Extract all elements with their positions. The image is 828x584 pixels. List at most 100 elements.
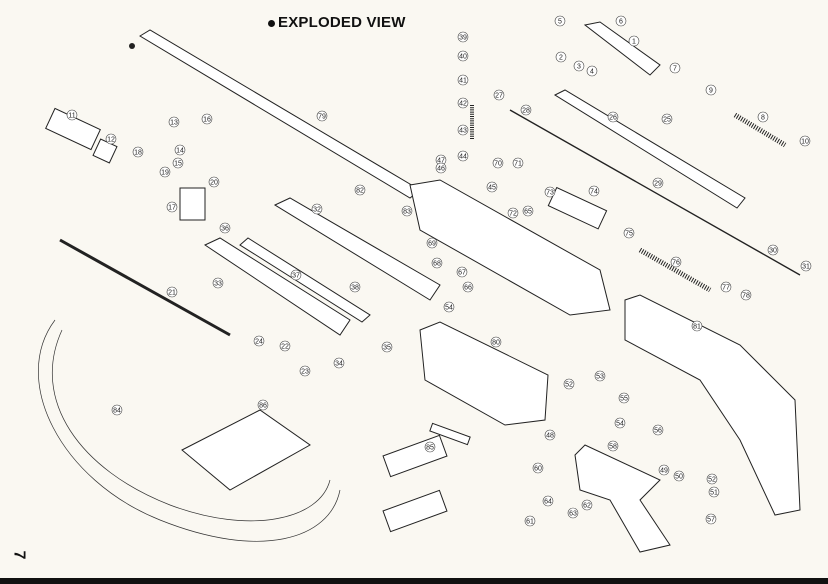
buttstock — [624, 294, 801, 516]
callout-number: 27 — [495, 92, 503, 99]
part-callout-51: 51 — [708, 486, 720, 498]
callout-number: 47 — [437, 157, 445, 164]
part-callout-38: 38 — [349, 281, 361, 293]
callout-number: 42 — [459, 100, 467, 107]
callout-circle — [706, 473, 718, 485]
gas-tube — [239, 237, 371, 323]
part-callout-72: 72 — [507, 207, 519, 219]
callout-circle — [381, 341, 393, 353]
callout-circle — [607, 440, 619, 452]
part-callout-15: 15 — [172, 157, 184, 169]
part-callout-85: 85 — [424, 441, 436, 453]
callout-number: 11 — [68, 112, 75, 119]
callout-circle — [652, 424, 664, 436]
callout-number: 33 — [214, 280, 222, 287]
part-callout-30: 30 — [767, 244, 779, 256]
callout-circle — [594, 370, 606, 382]
callout-number: 75 — [625, 230, 633, 237]
callout-number: 58 — [609, 443, 617, 450]
callout-circle — [333, 357, 345, 369]
callout-number: 57 — [707, 516, 715, 523]
callout-circle — [705, 513, 717, 525]
bolt — [583, 21, 661, 76]
callout-number: 26 — [609, 114, 617, 121]
callout-circle — [201, 113, 213, 125]
callout-number: 38 — [351, 284, 359, 291]
callout-circle — [316, 110, 328, 122]
callout-number: 63 — [569, 510, 577, 517]
callout-circle — [435, 162, 447, 174]
callout-circle — [532, 462, 544, 474]
callout-number: 51 — [710, 489, 718, 496]
part-callout-71: 71 — [512, 157, 524, 169]
part-callout-73: 73 — [544, 186, 556, 198]
callout-circle — [349, 281, 361, 293]
callout-circle — [492, 157, 504, 169]
callout-circle — [800, 260, 812, 272]
part-callout-36: 36 — [219, 222, 231, 234]
callout-number: 46 — [437, 165, 445, 172]
callout-circle — [166, 286, 178, 298]
callout-circle — [691, 320, 703, 332]
pistol-grip — [574, 444, 671, 553]
callout-circle — [431, 257, 443, 269]
part-callout-74: 74 — [588, 185, 600, 197]
callout-number: 66 — [464, 284, 472, 291]
part-callout-35: 35 — [381, 341, 393, 353]
callout-number: 69 — [428, 240, 436, 247]
barrel — [129, 29, 421, 199]
part-callout-65: 65 — [522, 205, 534, 217]
callout-number: 6 — [619, 18, 623, 25]
handguard-lower — [203, 237, 351, 336]
part-callout-81: 81 — [691, 320, 703, 332]
part-callout-52: 52 — [563, 378, 575, 390]
callout-circle — [567, 507, 579, 519]
callout-number: 44 — [459, 153, 467, 160]
callout-number: 65 — [524, 208, 532, 215]
part-callout-6: 6 — [615, 15, 627, 27]
part-callout-33: 33 — [212, 277, 224, 289]
callout-circle — [705, 84, 717, 96]
callout-circle — [457, 31, 469, 43]
callout-number: 70 — [494, 160, 502, 167]
part-callout-52: 52 — [706, 473, 718, 485]
callout-number: 30 — [769, 247, 777, 254]
callout-number: 19 — [161, 169, 169, 176]
part-callout-54: 54 — [614, 417, 626, 429]
front-sight — [179, 187, 206, 221]
part-callout-17: 17 — [166, 201, 178, 213]
callout-circle — [457, 74, 469, 86]
part-callout-83: 83 — [401, 205, 413, 217]
callout-circle — [673, 470, 685, 482]
part-callout-26: 26 — [607, 111, 619, 123]
callout-number: 10 — [801, 138, 809, 145]
part-callout-5: 5 — [554, 15, 566, 27]
callout-circle — [588, 185, 600, 197]
part-callout-3: 3 — [573, 60, 585, 72]
part-callout-32: 32 — [311, 203, 323, 215]
part-callout-84: 84 — [111, 404, 123, 416]
callout-circle — [670, 256, 682, 268]
callout-number: 49 — [660, 467, 668, 474]
callout-number: 52 — [708, 476, 716, 483]
callout-circle — [457, 97, 469, 109]
part-callout-9: 9 — [705, 84, 717, 96]
callout-number: 39 — [459, 34, 467, 41]
callout-number: 23 — [301, 368, 309, 375]
part-callout-37: 37 — [290, 269, 302, 281]
forend — [419, 321, 549, 426]
callout-number: 45 — [488, 184, 496, 191]
callout-circle — [544, 186, 556, 198]
callout-circle — [799, 135, 811, 147]
callout-circle — [457, 50, 469, 62]
callout-circle — [159, 166, 171, 178]
callout-number: 74 — [590, 188, 598, 195]
callout-circle — [424, 441, 436, 453]
callout-circle — [618, 392, 630, 404]
part-callout-67: 67 — [456, 266, 468, 278]
callout-circle — [607, 111, 619, 123]
part-callout-40: 40 — [457, 50, 469, 62]
callout-number: 15 — [174, 160, 182, 167]
part-callout-70: 70 — [492, 157, 504, 169]
cleaning-rod — [59, 238, 231, 337]
